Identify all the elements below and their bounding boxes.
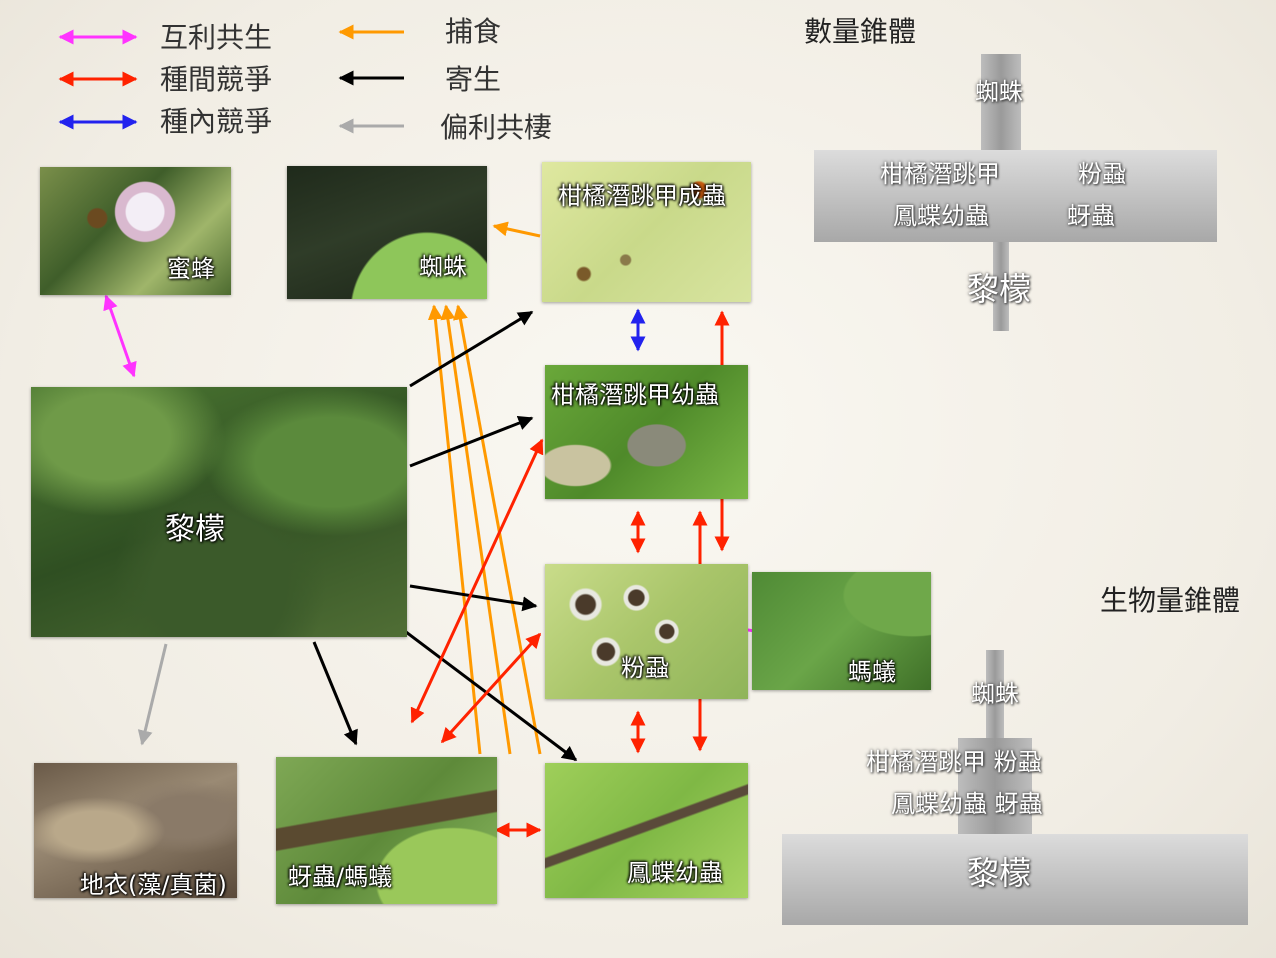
bee-photo: 蜜蜂 [40, 167, 231, 295]
larva-beetle-label: 柑橘潛跳甲幼蟲 [551, 381, 719, 409]
lemon-tree-photo: 黎檬 [31, 387, 407, 637]
biomass-pyramid-base-bar [782, 834, 1248, 925]
number-pyramid-aphid-label: 蚜蟲 [1067, 202, 1115, 230]
lemon-adult-beetle-parasitism-arrow [409, 310, 534, 388]
adult-beetle-photo: 柑橘潛跳甲成蟲 [542, 162, 751, 302]
bee-lemon-mutualism-arrow [103, 294, 137, 378]
number-pyramid-butterfly-label: 鳳蝶幼蟲 [893, 202, 989, 230]
lichen-photo: 地衣(藻/真菌) [34, 763, 237, 898]
legend-predation-label: 捕食 [445, 15, 502, 48]
biomass-pyramid-middle-bar [958, 738, 1032, 834]
biomass-pyramid-row2-label: 鳳蝶幼蟲 蚜蟲 [891, 790, 1043, 818]
butterfly-larva-label: 鳳蝶幼蟲 [627, 859, 723, 887]
legend-mutualism-label: 互利共生 [160, 21, 273, 54]
legend-interspecific-label: 種間競爭 [160, 63, 273, 96]
aphid-whitefly-competition-arrow [440, 632, 542, 744]
whitefly-label: 粉蝨 [621, 654, 669, 682]
biomass-pyramid-top-label: 蜘蛛 [971, 680, 1019, 708]
number-pyramid-beetle-label: 柑橘潛跳甲 [880, 160, 1000, 188]
number-pyramid-base-label: 黎檬 [967, 270, 1032, 308]
whitefly-photo: 粉蝨 [545, 564, 748, 699]
lemon-tree-label: 黎檬 [165, 512, 225, 547]
lemon-larva-parasitism-arrow [409, 415, 534, 468]
larva-beetle-photo: 柑橘潛跳甲幼蟲 [545, 365, 748, 499]
number-pyramid-whitefly-label: 粉蝨 [1078, 160, 1126, 188]
aphid-ant-label: 蚜蟲/螞蟻 [288, 863, 393, 891]
legend-parasitism-label: 寄生 [445, 63, 502, 96]
spider-photo: 蜘蛛 [287, 166, 487, 299]
number-pyramid-top-bar [981, 54, 1021, 150]
lichen-label: 地衣(藻/真菌) [80, 871, 227, 898]
bee-label: 蜜蜂 [167, 255, 215, 283]
beetle-adult-predation-arrow [492, 221, 541, 238]
legend-intraspecific-label: 種內競爭 [160, 105, 273, 138]
biomass-pyramid-title: 生物量錐體 [1100, 584, 1241, 617]
lemon-aphid-parasitism-arrow [312, 641, 358, 746]
number-pyramid-middle-bar [814, 150, 1217, 242]
legend-commensalism-label: 偏利共棲 [440, 111, 553, 144]
biomass-pyramid-base-label: 黎檬 [967, 854, 1032, 892]
biomass-pyramid-row1-label: 柑橘潛跳甲 粉蝨 [866, 748, 1042, 776]
adult-beetle-label: 柑橘潛跳甲成蟲 [558, 182, 726, 210]
butterfly-larva-photo: 鳳蝶幼蟲 [545, 763, 748, 898]
number-pyramid-top-label: 蜘蛛 [975, 78, 1023, 106]
biomass-pyramid-top-bar [986, 650, 1004, 738]
lemon-lichen-commensalism-arrow [137, 643, 168, 746]
aphid-ant-photo: 蚜蟲/螞蟻 [276, 757, 497, 904]
number-pyramid-base-bar [993, 242, 1009, 331]
number-pyramid-title: 數量錐體 [804, 15, 917, 48]
aphid-larva-competition-arrow [410, 438, 544, 724]
ant-photo: 螞蟻 [752, 572, 931, 690]
ant-label: 螞蟻 [848, 658, 896, 686]
spider-label: 蜘蛛 [419, 253, 467, 281]
